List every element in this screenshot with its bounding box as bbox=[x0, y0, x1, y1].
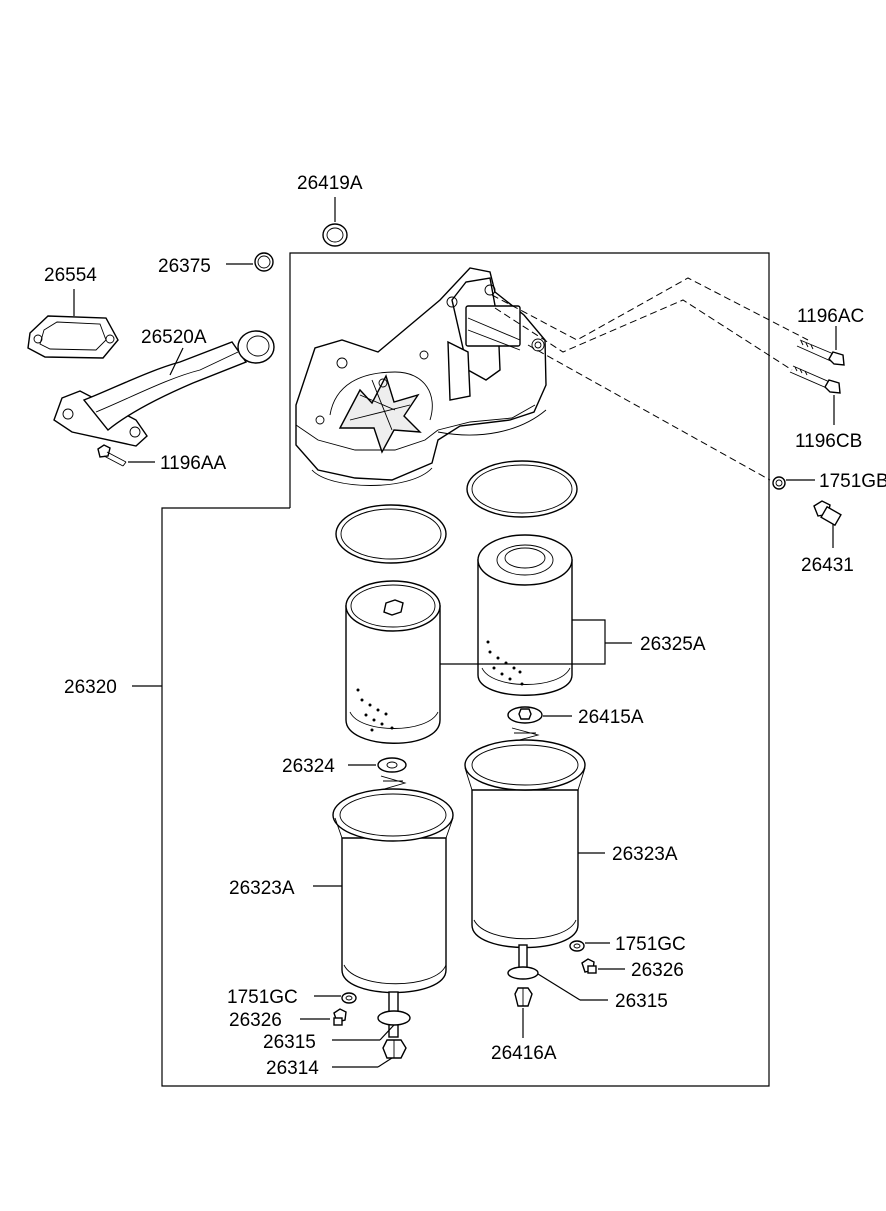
filter-element-left[interactable] bbox=[345, 580, 441, 744]
washer-26415A[interactable] bbox=[507, 706, 543, 724]
label-26375: 26375 bbox=[158, 256, 211, 277]
assembly-boundary bbox=[161, 252, 770, 1087]
label-26431: 26431 bbox=[801, 555, 854, 576]
label-1751GC-left: 1751GC bbox=[227, 987, 298, 1008]
label-26325A: 26325A bbox=[640, 634, 706, 655]
filter-housing-right[interactable] bbox=[464, 739, 586, 949]
label-26520A: 26520A bbox=[141, 327, 207, 348]
washer-26315-left[interactable] bbox=[377, 1010, 411, 1026]
filter-housing-left[interactable] bbox=[332, 788, 454, 994]
filter-o-ring-right[interactable] bbox=[466, 460, 578, 518]
label-26415A: 26415A bbox=[578, 707, 644, 728]
label-1196CB: 1196CB bbox=[795, 431, 862, 452]
nut-26416A[interactable] bbox=[514, 987, 533, 1007]
plug-26326-right[interactable] bbox=[581, 958, 597, 974]
oil-pipe-26520A[interactable] bbox=[53, 330, 275, 447]
label-26315-left: 26315 bbox=[263, 1032, 316, 1053]
bolt-1196AC[interactable] bbox=[796, 339, 845, 366]
plug-26431[interactable] bbox=[813, 500, 842, 527]
washer-26315-right[interactable] bbox=[507, 966, 539, 980]
bolt-path-1196AC bbox=[491, 277, 809, 341]
label-26314: 26314 bbox=[266, 1058, 319, 1079]
nut-26314[interactable] bbox=[382, 1039, 407, 1059]
label-1751GB: 1751GB bbox=[819, 471, 886, 492]
label-26419A: 26419A bbox=[297, 173, 363, 194]
bolt-path-1196CB bbox=[494, 299, 793, 371]
label-26323A-right: 26323A bbox=[612, 844, 678, 865]
washer-1751GC-left[interactable] bbox=[341, 992, 357, 1004]
o-ring-26375[interactable] bbox=[254, 252, 274, 272]
filter-o-ring-left[interactable] bbox=[335, 504, 447, 564]
label-1196AC: 1196AC bbox=[797, 306, 864, 327]
bracket-26325A bbox=[440, 619, 606, 665]
gasket-26554[interactable] bbox=[27, 315, 119, 359]
label-1751GC-right: 1751GC bbox=[615, 934, 686, 955]
washer-1751GC-right[interactable] bbox=[569, 940, 585, 952]
o-ring-26419A[interactable] bbox=[322, 223, 348, 247]
washer-1751GB[interactable] bbox=[772, 476, 786, 490]
label-26323A-left: 26323A bbox=[229, 878, 295, 899]
label-26326-right: 26326 bbox=[631, 960, 684, 981]
filter-element-right[interactable] bbox=[477, 534, 573, 696]
plug-26326-left[interactable] bbox=[333, 1008, 347, 1026]
label-26324: 26324 bbox=[282, 756, 335, 777]
washer-26324[interactable] bbox=[377, 757, 407, 773]
label-1196AA: 1196AA bbox=[160, 453, 227, 474]
label-26320: 26320 bbox=[64, 677, 117, 698]
bolt-1196AA[interactable] bbox=[97, 444, 127, 467]
label-26554: 26554 bbox=[44, 265, 97, 286]
bolt-1196CB[interactable] bbox=[789, 365, 841, 394]
label-26416A: 26416A bbox=[491, 1043, 557, 1064]
label-26315-right: 26315 bbox=[615, 991, 668, 1012]
filter-head[interactable] bbox=[295, 267, 547, 486]
label-26326-left: 26326 bbox=[229, 1010, 282, 1031]
